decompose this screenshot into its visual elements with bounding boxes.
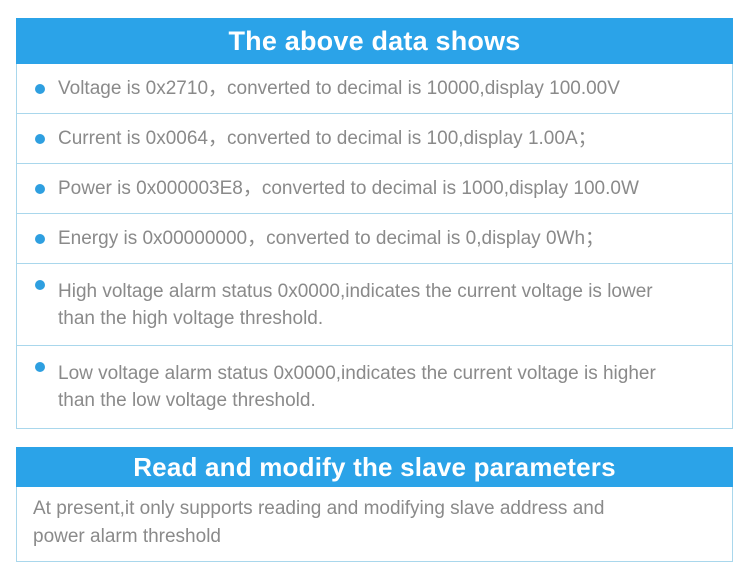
list-item-text: Voltage is 0x2710，converted to decimal i… (58, 78, 620, 99)
slave-parameters-note: At present,it only supports reading and … (33, 498, 605, 547)
section-data-shows-body: Voltage is 0x2710，converted to decimal i… (16, 64, 733, 429)
list-item-low-voltage-alarm: Low voltage alarm status 0x0000,indicate… (17, 346, 732, 428)
list-item-energy: Energy is 0x00000000，converted to decima… (17, 214, 732, 264)
list-item-voltage: Voltage is 0x2710，converted to decimal i… (17, 64, 732, 114)
section-data-shows: The above data shows Voltage is 0x2710，c… (16, 18, 733, 429)
section-slave-parameters-body: At present,it only supports reading and … (16, 487, 733, 562)
bullet-icon (35, 280, 45, 290)
bullet-icon (35, 133, 45, 144)
list-item-current: Current is 0x0064，converted to decimal i… (17, 114, 732, 164)
section-slave-parameters-title: Read and modify the slave parameters (16, 447, 733, 487)
list-item-text: High voltage alarm status 0x0000,indicat… (58, 280, 653, 329)
section-slave-parameters: Read and modify the slave parameters At … (16, 447, 733, 562)
list-item-text: Current is 0x0064，converted to decimal i… (58, 128, 597, 149)
section-data-shows-title: The above data shows (16, 18, 733, 64)
bullet-icon (35, 362, 45, 372)
list-item-text: Low voltage alarm status 0x0000,indicate… (58, 363, 656, 411)
list-item-high-voltage-alarm: High voltage alarm status 0x0000,indicat… (17, 264, 732, 346)
list-item-text: Energy is 0x00000000，converted to decima… (58, 228, 605, 249)
list-item-power: Power is 0x000003E8，converted to decimal… (17, 164, 732, 214)
bullet-icon (35, 183, 45, 194)
bullet-icon (35, 233, 45, 244)
bullet-icon (35, 83, 45, 94)
list-item-text: Power is 0x000003E8，converted to decimal… (58, 178, 639, 199)
